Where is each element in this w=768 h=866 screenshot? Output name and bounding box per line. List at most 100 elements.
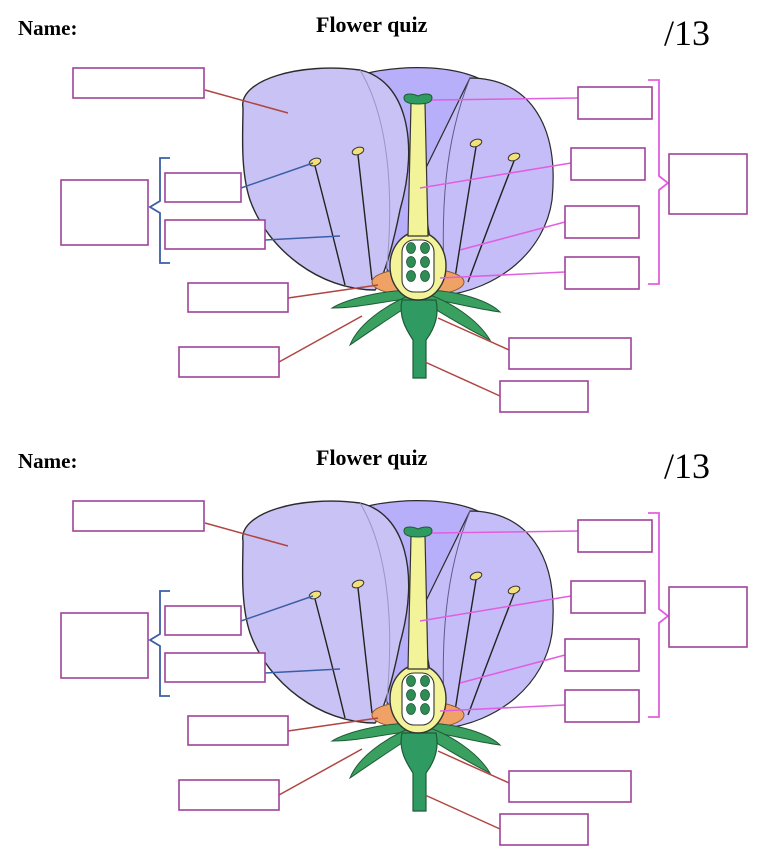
stigma-box[interactable] [577, 86, 653, 120]
ovule [406, 703, 416, 715]
ovule [420, 703, 430, 715]
stamen-bracket [148, 590, 170, 697]
stigma [403, 93, 433, 105]
style-box[interactable] [570, 580, 646, 614]
sepal-leader [278, 315, 363, 363]
peduncle-leader [424, 794, 501, 830]
petal-vein [359, 502, 391, 719]
anther-box[interactable] [164, 172, 242, 203]
ovary-box[interactable] [564, 638, 640, 672]
ovule [406, 256, 416, 268]
filament-box[interactable] [164, 219, 266, 250]
ovule [420, 256, 430, 268]
score-total: /13 [664, 446, 711, 486]
filament [357, 154, 373, 281]
anther [507, 585, 521, 595]
peduncle-leader [424, 361, 501, 397]
receptacle-leader [287, 284, 379, 299]
stem [400, 299, 438, 379]
ovule-box[interactable] [564, 256, 640, 290]
filament [314, 165, 346, 286]
style [407, 535, 429, 670]
anther-box[interactable] [164, 605, 242, 636]
stamen-group-box[interactable] [60, 179, 149, 246]
filament-leader [264, 235, 341, 241]
petal-box[interactable] [72, 500, 205, 532]
ovule-leader [439, 271, 566, 279]
ovule [420, 675, 430, 687]
ovule [406, 689, 416, 701]
filament-leader [264, 668, 341, 674]
name-label: Name: [18, 449, 78, 473]
pistil-bracket [648, 512, 670, 718]
quiz-title: Flower quiz [316, 445, 428, 470]
ovule [406, 675, 416, 687]
stem [400, 732, 438, 812]
flower-illustration [241, 67, 554, 379]
ovary-leader [459, 221, 566, 251]
sepal-box[interactable] [178, 779, 280, 811]
style-leader [419, 595, 572, 622]
score-total: /13 [664, 13, 711, 53]
anther [469, 571, 483, 581]
filament-box[interactable] [164, 652, 266, 683]
anther-leader [240, 595, 314, 622]
stem-leader [437, 750, 510, 784]
receptacle-box[interactable] [187, 282, 289, 313]
ovule [420, 270, 430, 282]
pistil-bracket [648, 79, 670, 285]
ovary-box[interactable] [564, 205, 640, 239]
peduncle-box[interactable] [499, 813, 589, 846]
stigma-leader [431, 530, 579, 534]
flower-diagram [60, 500, 748, 846]
ovule-leader [439, 704, 566, 712]
anther [351, 579, 365, 589]
leader-lines [148, 79, 670, 397]
sepal-box[interactable] [178, 346, 280, 378]
flower-illustration [241, 500, 554, 812]
name-label: Name: [18, 16, 78, 40]
receptacle-leader [287, 717, 379, 732]
quiz-title: Flower quiz [316, 12, 428, 37]
sepal-leader [278, 748, 363, 796]
filament [454, 579, 477, 712]
receptacle-box[interactable] [187, 715, 289, 746]
stamen-group-box[interactable] [60, 612, 149, 679]
ovule [420, 689, 430, 701]
filament [467, 160, 515, 283]
answer-boxes [60, 67, 748, 413]
answer-boxes [60, 500, 748, 846]
style [407, 102, 429, 237]
anther [351, 146, 365, 156]
peduncle-box[interactable] [499, 380, 589, 413]
ovule-box[interactable] [564, 689, 640, 723]
stem-box[interactable] [508, 770, 632, 803]
ovule [406, 242, 416, 254]
petal-box[interactable] [72, 67, 205, 99]
style-leader [419, 162, 572, 189]
filament [314, 598, 346, 719]
style-box[interactable] [570, 147, 646, 181]
stem-leader [437, 317, 510, 351]
stigma-leader [431, 97, 579, 101]
stem-box[interactable] [508, 337, 632, 370]
pistil-group-box[interactable] [668, 153, 748, 215]
ovary-leader [459, 654, 566, 684]
quiz-sheet-top: Name: Flower quiz /13 [18, 12, 748, 413]
quiz-sheet-bottom: Name: Flower quiz /13 [0, 433, 768, 866]
anther [507, 152, 521, 162]
petal-leader [204, 89, 289, 114]
stigma [403, 526, 433, 538]
stigma-box[interactable] [577, 519, 653, 553]
anther-leader [240, 162, 314, 189]
filament [357, 587, 373, 714]
flower-diagram [60, 67, 748, 413]
petal-leader [204, 522, 289, 547]
leader-lines [148, 512, 670, 830]
filament [454, 146, 477, 279]
ovule [406, 270, 416, 282]
pistil-group-box[interactable] [668, 586, 748, 648]
petal-vein [359, 69, 391, 286]
stamen-bracket [148, 157, 170, 264]
filament [467, 593, 515, 716]
